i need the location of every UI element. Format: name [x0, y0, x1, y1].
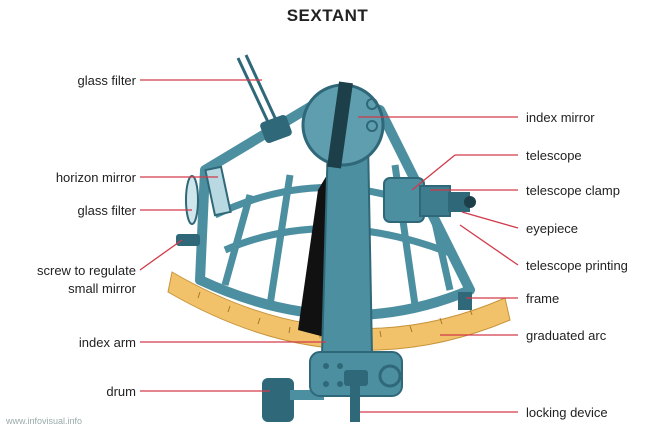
label-glass-filter: glass filter: [30, 202, 136, 219]
label-frame: frame: [526, 290, 559, 307]
label-drum: drum: [30, 383, 136, 400]
label-index-mirror: index mirror: [526, 109, 595, 126]
watermark: www.infovisual.info: [6, 416, 82, 426]
frame-foot: [458, 292, 472, 310]
label-screw-line2: small mirror: [6, 280, 136, 297]
index-arm: [322, 140, 372, 355]
label-telescope-printing: telescope printing: [526, 257, 628, 274]
label-screw-line1: screw to regulate: [6, 262, 136, 279]
label-glass-filter-top: glass filter: [30, 72, 136, 89]
label-horizon-mirror: horizon mirror: [20, 169, 136, 186]
mirror-screw: [176, 234, 200, 246]
label-index-arm: index arm: [30, 334, 136, 351]
label-telescope-clamp: telescope clamp: [526, 182, 620, 199]
label-eyepiece: eyepiece: [526, 220, 578, 237]
label-graduated-arc: graduated arc: [526, 327, 606, 344]
drum: [262, 378, 294, 422]
telescope: [384, 178, 476, 222]
glass-filter-side: [186, 176, 198, 224]
label-locking-device: locking device: [526, 404, 608, 421]
label-telescope: telescope: [526, 147, 582, 164]
glass-filter-top: [238, 55, 276, 122]
horizon-mirror: [205, 167, 230, 215]
